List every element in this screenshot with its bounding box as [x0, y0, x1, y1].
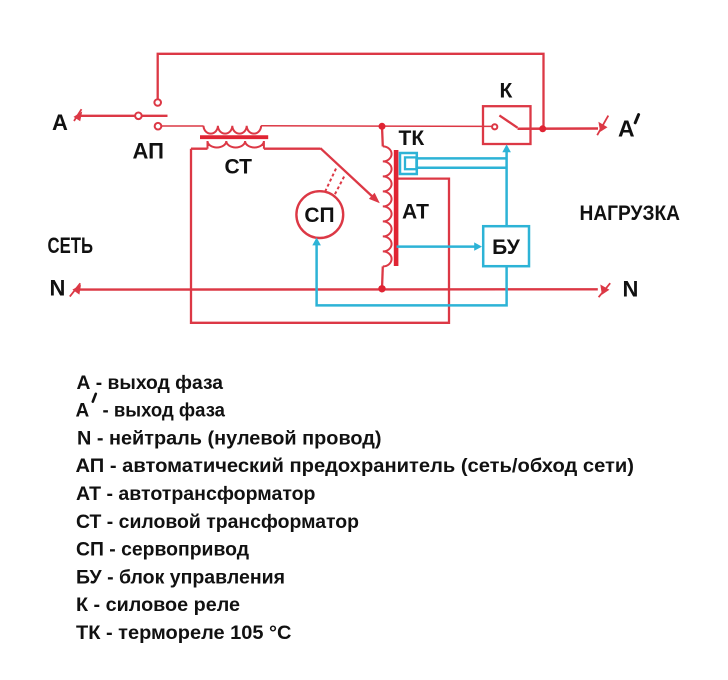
svg-text:А: А [52, 110, 68, 135]
svg-text:N: N [50, 276, 66, 301]
svg-text:N - нейтраль (нулевой провод): N - нейтраль (нулевой провод) [77, 428, 382, 449]
svg-text:АП - автоматический предохрани: АП - автоматический предохранитель (сеть… [76, 456, 635, 477]
svg-text:СТ - силовой трансформатор: СТ - силовой трансформатор [76, 512, 359, 533]
svg-text:ТК: ТК [399, 127, 425, 150]
svg-text:А: А [618, 116, 635, 142]
svg-text:АТ - автотрансформатор: АТ - автотрансформатор [76, 484, 316, 505]
svg-text:ТК - термореле 105 °С: ТК - термореле 105 °С [76, 623, 292, 644]
svg-text:СП - сервопривод: СП - сервопривод [76, 540, 249, 561]
svg-text:К: К [500, 80, 513, 103]
svg-text:- выход фаза: - выход фаза [103, 401, 226, 422]
svg-text:НАГРУЗКА: НАГРУЗКА [580, 201, 681, 225]
svg-text:К - силовое реле: К - силовое реле [76, 595, 240, 616]
svg-text:А - выход фаза: А - выход фаза [77, 373, 224, 394]
svg-text:N: N [623, 277, 639, 302]
svg-text:АТ: АТ [402, 201, 429, 224]
svg-text:АП: АП [133, 139, 164, 164]
svg-text:СТ: СТ [225, 156, 253, 179]
svg-text:БУ - блок управления: БУ - блок управления [76, 567, 285, 588]
svg-text:А: А [76, 401, 90, 422]
svg-text:СЕТЬ: СЕТЬ [48, 233, 94, 258]
svg-text:БУ: БУ [492, 236, 521, 259]
svg-text:СП: СП [304, 204, 334, 227]
